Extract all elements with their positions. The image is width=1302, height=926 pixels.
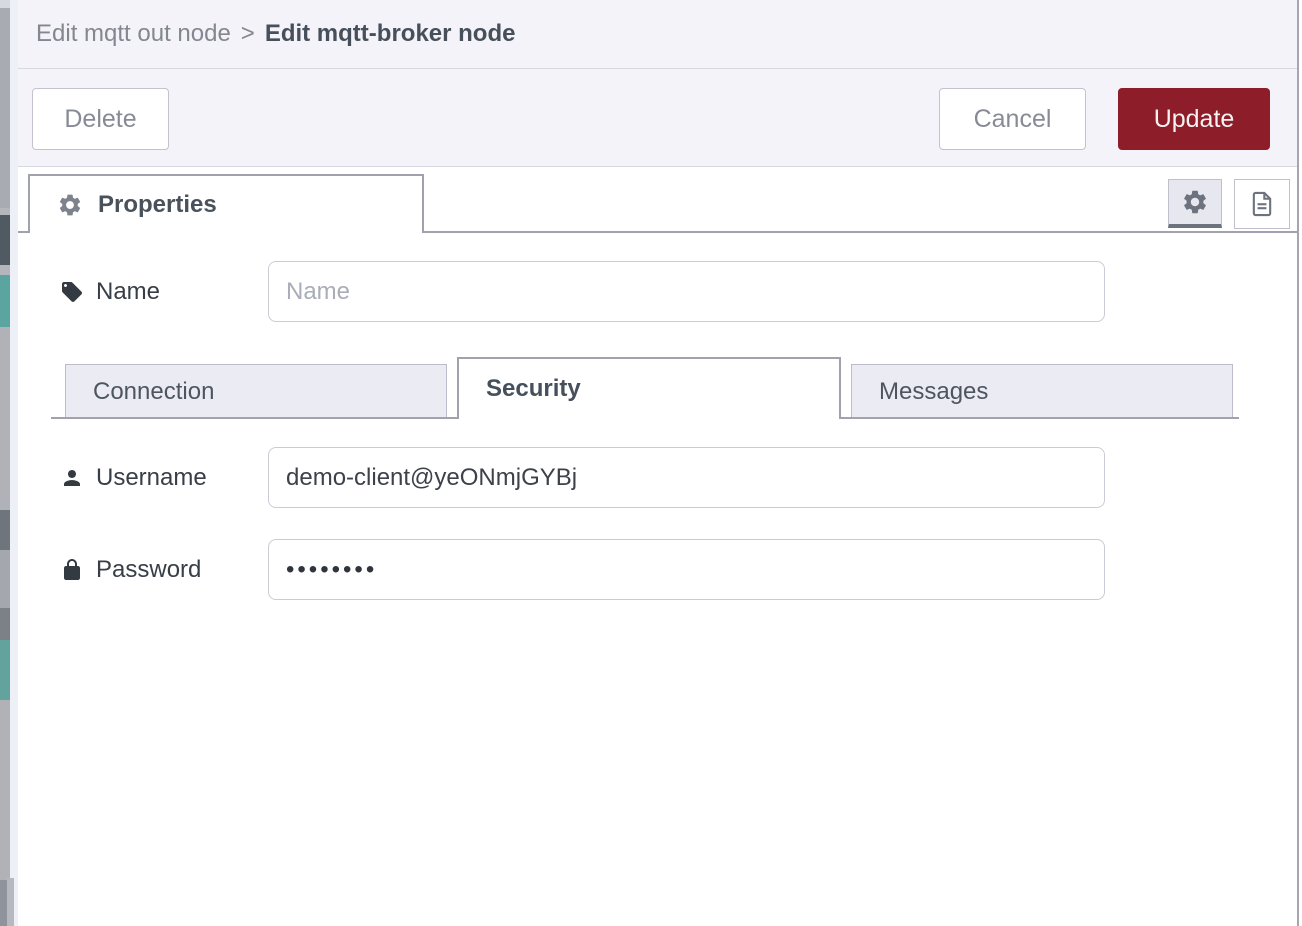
name-row: Name [60, 261, 160, 322]
workspace-edge-segment [0, 880, 10, 926]
lock-icon [64, 558, 80, 580]
tab-properties[interactable]: Properties [28, 174, 424, 233]
username-row: Username [60, 447, 207, 508]
workspace-edge-segment [0, 608, 10, 640]
workspace-edge-segment [0, 640, 10, 700]
workspace-edge-segment [0, 510, 10, 550]
tray-header: Edit mqtt out node > Edit mqtt-broker no… [18, 0, 1297, 69]
breadcrumb-parent[interactable]: Edit mqtt out node [36, 20, 231, 47]
gear-icon [1184, 190, 1206, 214]
name-label: Name [60, 278, 160, 306]
name-label-text: Name [96, 277, 161, 305]
username-label-text: Username [96, 463, 207, 491]
tag-icon [62, 281, 82, 302]
tab-security[interactable]: Security [457, 357, 841, 419]
description-button[interactable] [1234, 179, 1290, 229]
tab-properties-label: Properties [98, 190, 217, 218]
workspace-edge-segment [0, 0, 10, 8]
cancel-button[interactable]: Cancel [939, 88, 1086, 150]
tray-gutter [10, 0, 18, 926]
password-label-text: Password [96, 555, 202, 583]
password-input[interactable] [268, 539, 1105, 600]
workspace-edge-segment [0, 327, 10, 510]
editor-tab-bar: Properties [18, 167, 1297, 233]
password-label: Password [60, 556, 201, 584]
tray-toolbar: Delete Cancel Update [18, 69, 1297, 167]
doc-icon [1252, 191, 1272, 217]
workspace-edge-segment [0, 275, 10, 327]
username-input[interactable] [268, 447, 1105, 508]
name-input[interactable] [268, 261, 1105, 322]
user-icon [64, 469, 80, 486]
workspace-edge-segment [0, 215, 10, 265]
update-button[interactable]: Update [1118, 88, 1270, 150]
tab-security-label: Security [486, 375, 581, 402]
tab-connection[interactable]: Connection [65, 364, 447, 419]
scrollbar-thumb[interactable] [7, 878, 14, 926]
breadcrumb-current: Edit mqtt-broker node [264, 20, 516, 47]
username-label: Username [60, 464, 207, 492]
workspace-edge-segment [0, 700, 10, 880]
workspace-edge [0, 0, 10, 926]
edit-tray: Edit mqtt out node > Edit mqtt-broker no… [18, 0, 1299, 926]
tab-connection-label: Connection [93, 377, 215, 405]
form-content: Name Connection Security Messages Userna… [18, 233, 1297, 926]
tab-messages-label: Messages [879, 377, 989, 405]
delete-button[interactable]: Delete [32, 88, 169, 150]
breadcrumb-separator: > [240, 20, 255, 47]
tab-messages[interactable]: Messages [851, 364, 1233, 419]
password-row: Password [60, 539, 201, 600]
broker-tab-bar: Connection Security Messages [51, 357, 1239, 419]
workspace-edge-segment [0, 8, 10, 208]
node-settings-button[interactable] [1168, 179, 1222, 228]
gear-icon [59, 194, 81, 215]
workspace-edge-segment [0, 550, 10, 608]
